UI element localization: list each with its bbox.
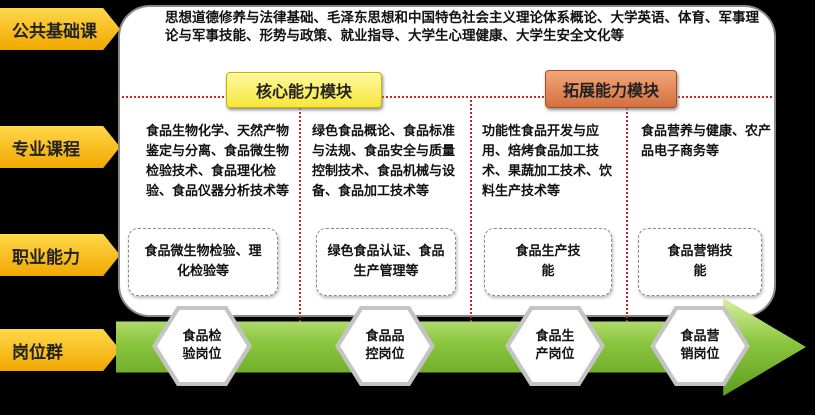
label-job-group: 岗位群	[0, 329, 120, 371]
ability-box-3: 食品生产技能	[484, 228, 612, 296]
position-text-2: 食品品控岗位	[365, 329, 405, 362]
position-hexagon-4: 食品营销岗位	[650, 306, 750, 386]
core-module-label: 核心能力模块	[226, 72, 382, 108]
position-hexagon-3: 食品生产岗位	[505, 306, 605, 386]
position-hexagon-1: 食品检验岗位	[152, 306, 252, 386]
position-hexagon-2: 食品品控岗位	[335, 306, 435, 386]
label-professional-courses: 专业课程	[0, 126, 120, 168]
divider-column-2	[470, 96, 472, 326]
ability-text-1: 食品微生物检验、理化检验等	[144, 244, 262, 279]
label-vocational-ability: 职业能力	[0, 234, 120, 276]
position-text-1: 食品检验岗位	[182, 329, 222, 362]
ability-box-4: 食品营销技能	[638, 228, 762, 296]
position-text-4: 食品营销岗位	[680, 329, 720, 362]
divider-horizontal	[122, 96, 772, 98]
ability-text-2: 绿色食品认证、食品生产管理等	[327, 244, 445, 279]
course-list-2: 绿色食品概论、食品标准与法规、食品安全与质量控制技术、食品机械与设备、食品加工技…	[312, 124, 456, 199]
divider-column-3	[626, 96, 628, 326]
position-text-3: 食品生产岗位	[535, 329, 575, 362]
course-list-4: 食品营养与健康、农产品电子商务等	[641, 124, 772, 159]
ability-box-1: 食品微生物检验、理化检验等	[128, 228, 278, 296]
ability-text-3: 食品生产技能	[515, 244, 581, 279]
label-public-courses: 公共基础课	[0, 8, 120, 50]
ability-text-4: 食品营销技能	[667, 244, 733, 279]
ability-box-2: 绿色食品认证、食品生产管理等	[316, 228, 456, 296]
course-list-3: 功能性食品开发与应用、焙烤食品加工技术、果蔬加工技术、饮料生产技术等	[482, 124, 613, 199]
divider-column-1	[299, 96, 301, 326]
extended-module-label: 拓展能力模块	[545, 70, 677, 108]
public-courses-text: 思想道德修养与法律基础、毛泽东思想和中国特色社会主义理论体系概论、大学英语、体育…	[165, 10, 759, 44]
course-list-1: 食品生物化学、天然产物鉴定与分离、食品微生物检验技术、食品理化检验、食品仪器分析…	[146, 124, 290, 199]
